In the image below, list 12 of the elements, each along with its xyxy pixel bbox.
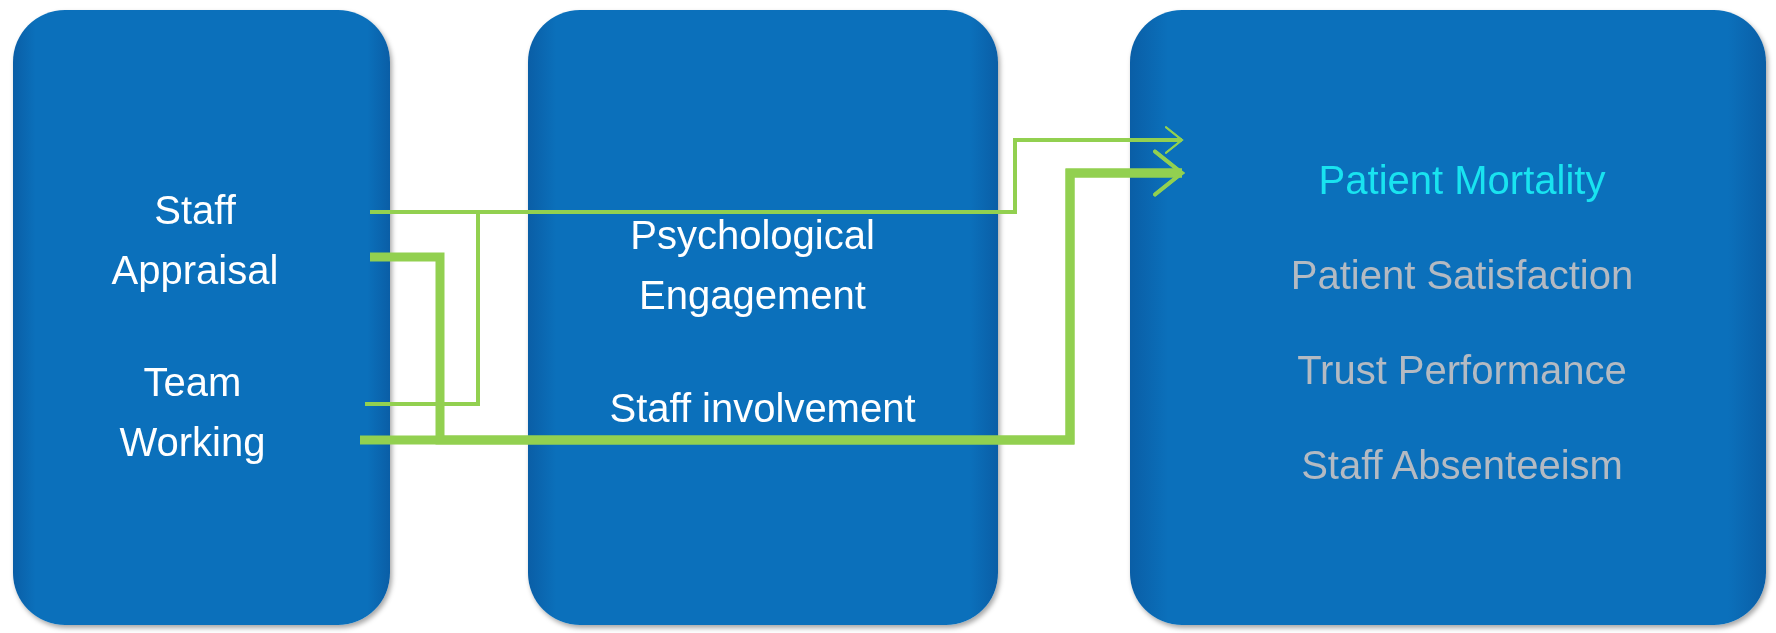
arrow bbox=[365, 126, 1183, 406]
rounded-panel bbox=[1130, 10, 1766, 625]
node-label: Psychological Engagement bbox=[580, 205, 945, 325]
rounded-panel bbox=[528, 10, 998, 625]
node-label: Staff involvement bbox=[560, 378, 965, 438]
node-label: Patient Mortality bbox=[1182, 150, 1742, 210]
node-label: Trust Performance bbox=[1182, 340, 1742, 400]
rounded-panel bbox=[13, 10, 390, 625]
node-label: Patient Satisfaction bbox=[1182, 245, 1742, 305]
node-label: Staff Appraisal bbox=[40, 180, 370, 300]
node-label: Staff Absenteeism bbox=[1182, 435, 1742, 495]
node-label: Team Working bbox=[40, 352, 365, 472]
